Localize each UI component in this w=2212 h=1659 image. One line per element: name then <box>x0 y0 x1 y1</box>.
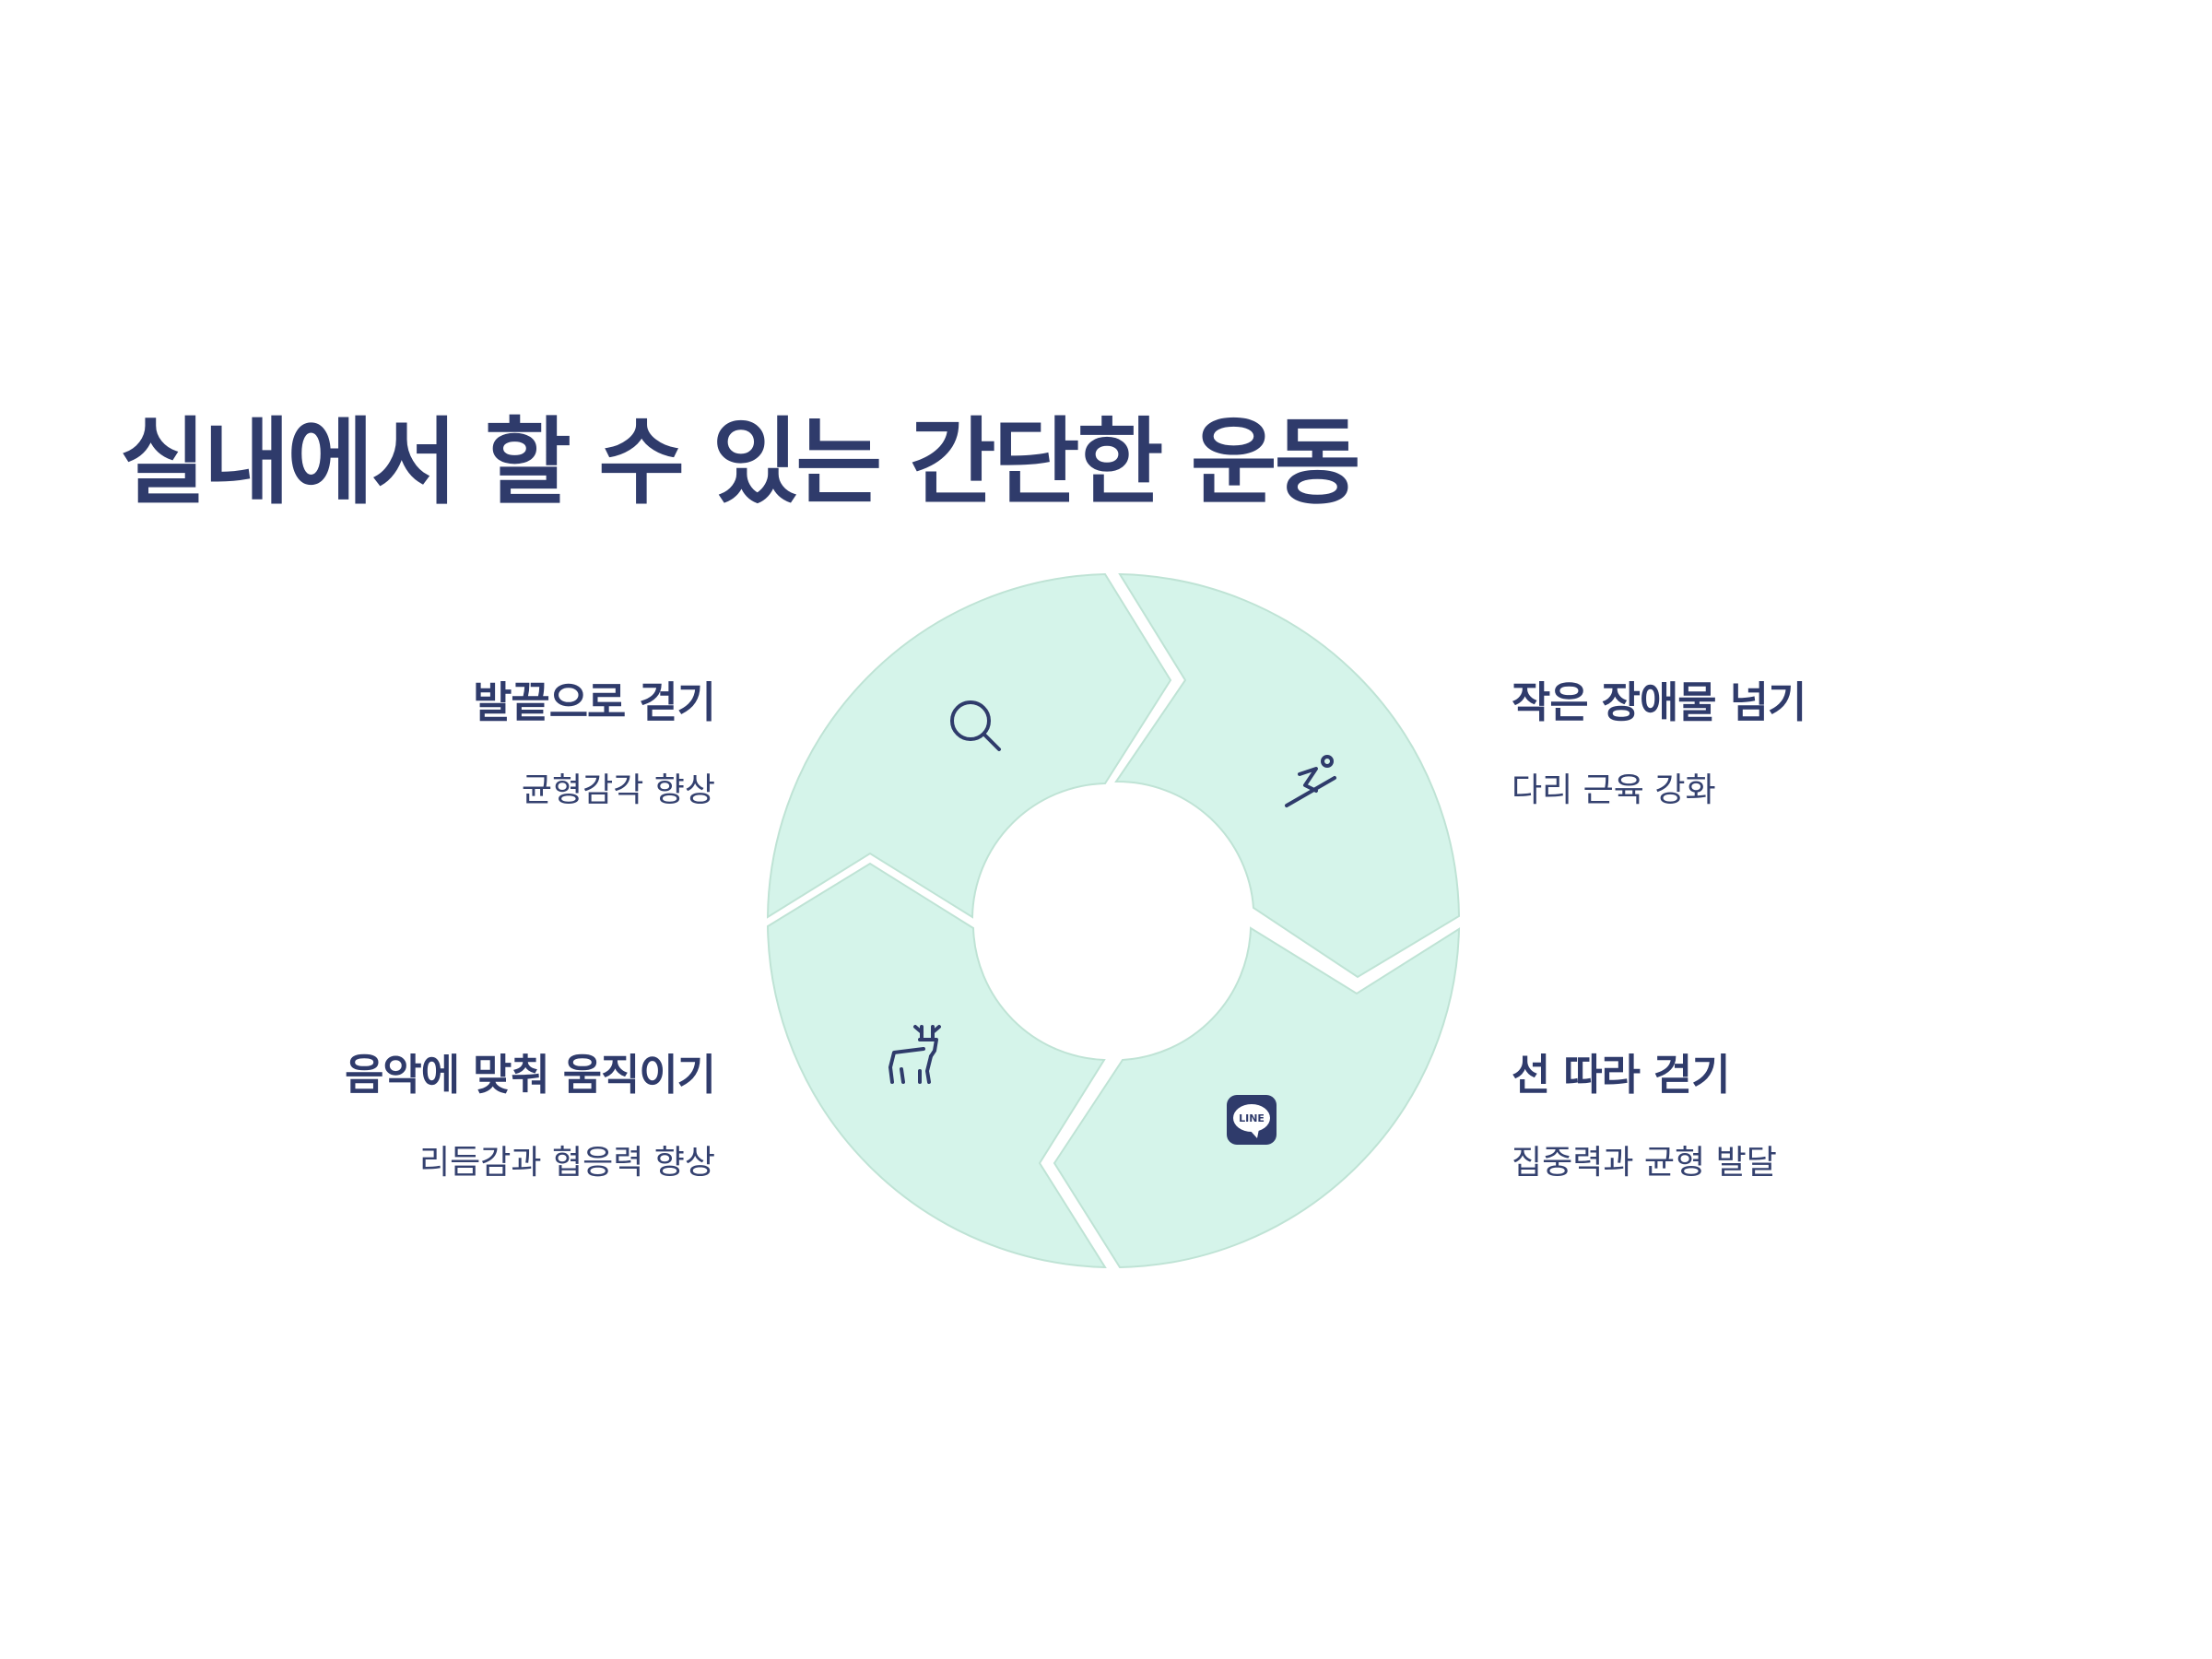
search-icon <box>950 700 1001 751</box>
step-title: 작은 장애물 넘기 <box>1512 677 1806 727</box>
segment-top-right <box>1114 572 1461 979</box>
line-app-icon: LINE <box>1227 1095 1277 1145</box>
step-description: 균형감각 향상 <box>521 771 715 809</box>
segment-top-left <box>766 572 1172 919</box>
step-title: 음악에 맞춰 움직이기 <box>345 1050 716 1100</box>
page-title: 실내에서 할 수 있는 간단한 운동 <box>120 408 1360 518</box>
step-title: 선 따라 걷기 <box>1512 1050 1731 1100</box>
step-walk-on-toes: 발끝으로 걷기 균형감각 향상 <box>70 669 716 811</box>
step-move-to-music: 음악에 맞춰 움직이기 리듬감과 협응력 향상 <box>70 1041 716 1183</box>
line-app-icon-label: LINE <box>1239 1112 1265 1124</box>
segment-bottom-left <box>766 862 1107 1269</box>
ski-jump-icon <box>1285 755 1336 807</box>
step-description: 다리 근육 강화 <box>1512 771 1716 809</box>
step-step-over-obstacles: 작은 장애물 넘기 다리 근육 강화 <box>1512 669 2157 811</box>
deer-icon <box>888 1025 941 1084</box>
step-description: 리듬감과 협응력 향상 <box>419 1144 715 1182</box>
step-walk-along-line: 선 따라 걷기 집중력과 균형 발달 <box>1512 1041 2157 1183</box>
step-title: 발끝으로 걷기 <box>473 677 716 727</box>
step-description: 집중력과 균형 발달 <box>1512 1144 1777 1182</box>
